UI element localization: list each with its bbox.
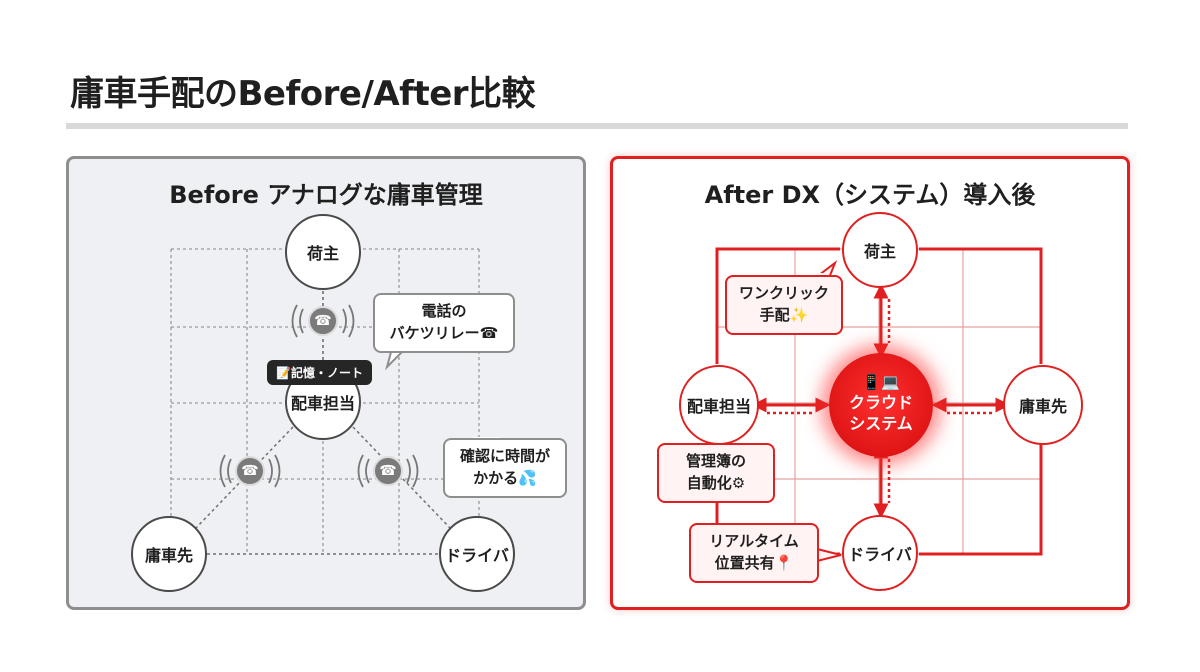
telephone-icon: ☎: [235, 456, 265, 486]
telephone-icon: ☎: [308, 306, 338, 336]
after-panel: After DX（システム）導入後 荷主 配車担当 庸車先 ドライバ 📱💻 クラ…: [610, 156, 1130, 610]
after-node-carrier: 庸車先: [1003, 365, 1083, 445]
after-node-driver: ドライバ: [842, 515, 918, 591]
cloud-label-line1: クラウド: [848, 393, 913, 413]
cloud-system-node: 📱💻 クラウド システム: [829, 353, 933, 457]
phone-laptop-icon: 📱💻: [862, 373, 900, 392]
phone-relay-bubble: 電話の バケツリレー☎: [373, 293, 515, 353]
telephone-icon: ☎: [373, 456, 403, 486]
after-panel-title: After DX（システム）導入後: [704, 181, 1036, 209]
one-click-bubble: ワンクリック 手配✨: [725, 275, 843, 335]
realtime-location-bubble: リアルタイム 位置共有📍: [689, 523, 819, 583]
after-node-shipper: 荷主: [842, 212, 918, 288]
title-divider: [66, 123, 1128, 129]
time-consuming-bubble: 確認に時間が かかる💦: [443, 438, 567, 498]
after-node-dispatcher: 配車担当: [679, 365, 759, 445]
before-panel-title: Before アナログな庸車管理: [169, 181, 483, 209]
before-node-carrier: 庸車先: [131, 516, 207, 592]
cloud-label-line2: システム: [849, 414, 913, 433]
before-node-driver: ドライバ: [439, 516, 515, 592]
before-panel: Before アナログな庸車管理 荷主 配車担当 庸車先 ドライバ ☎ ☎ ☎ …: [66, 156, 586, 610]
memory-note-tag: 📝記憶・ノート: [267, 360, 372, 385]
before-node-shipper: 荷主: [285, 214, 361, 290]
ledger-automation-bubble: 管理簿の 自動化⚙: [657, 443, 775, 503]
page-title: 庸車手配のBefore/After比較: [70, 74, 536, 114]
